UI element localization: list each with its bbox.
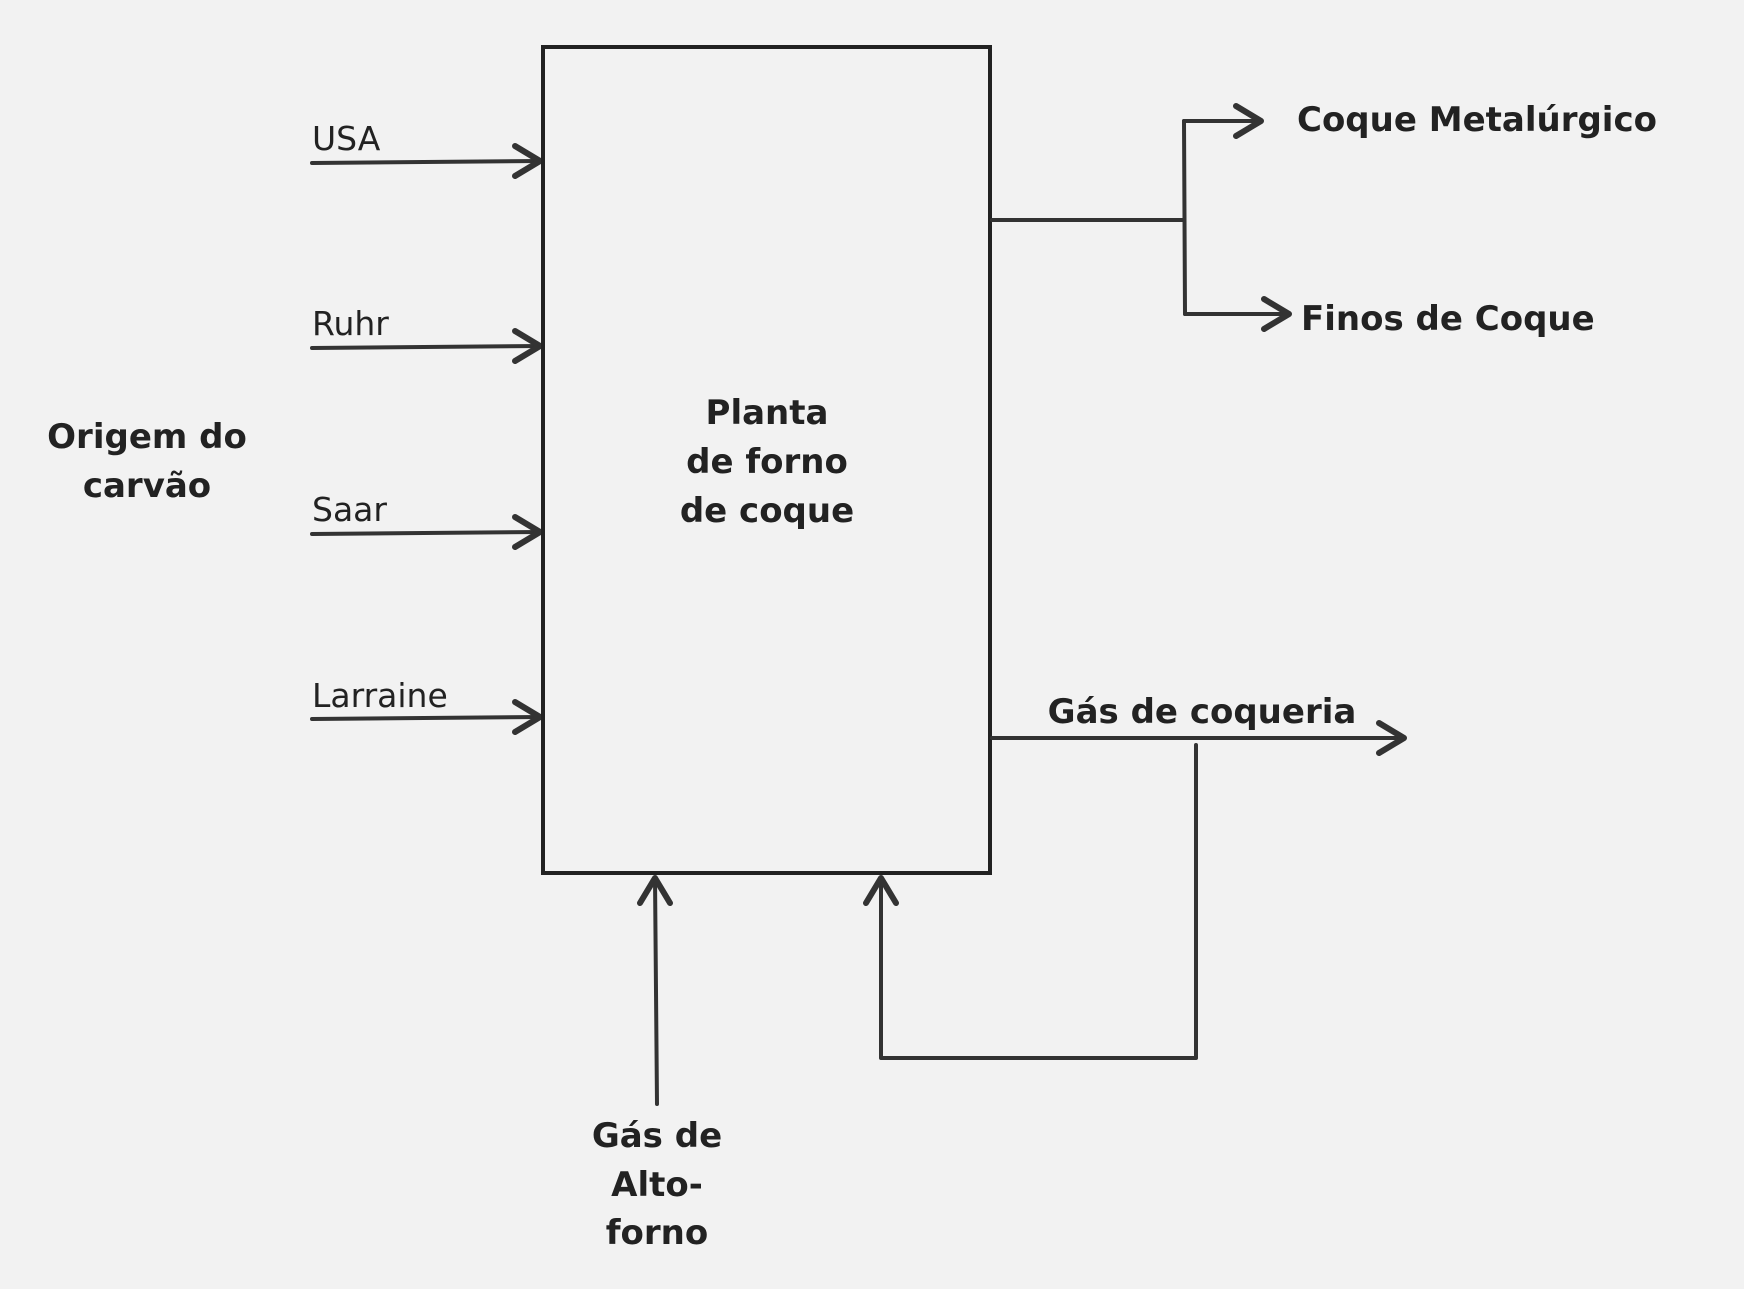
input-arrow-line-larraine [310,715,542,721]
coke-oven-gas-recycle-loop [863,743,1198,1060]
coal-origin-label-line2: carvão [83,466,211,506]
coke-output-branch [990,103,1292,332]
recycle-loop-line [879,743,1198,1060]
coke-metallurgical-label: Coque Metalúrgico [1297,100,1657,140]
plant-label-line2: de forno [686,442,848,482]
input-arrow-line-usa [310,159,542,165]
input-label-saar: Saar [312,490,387,529]
input-usa: USA [310,119,543,179]
input-label-usa: USA [312,119,381,158]
input-arrowhead-usa [512,143,543,179]
coke-fines-arrowhead [1261,296,1292,332]
plant-label-line3: de coque [680,491,854,531]
coke-fines-label: Finos de Coque [1301,299,1595,339]
input-label-ruhr: Ruhr [312,304,389,343]
coke-oven-plant-box [541,45,992,875]
coke-oven-gas-label: Gás de coqueria [1048,692,1357,732]
coal-origin-label-line1: Origem do [47,417,247,457]
plant-label-line1: Planta [706,393,829,433]
input-larraine: Larraine [310,676,543,735]
blast-furnace-gas-arrowhead [637,875,673,906]
input-label-larraine: Larraine [312,676,448,715]
blast-furnace-gas-label-line2: Alto- [611,1165,703,1205]
input-arrowhead-larraine [512,699,543,735]
coke-oven-gas-output [990,720,1407,756]
input-arrow-line-ruhr [310,344,542,350]
input-arrow-line-saar [310,530,542,536]
input-arrowhead-ruhr [512,328,543,364]
recycle-loop-arrowhead [863,875,899,906]
blast-furnace-gas-label-line3: forno [606,1213,708,1253]
blast-furnace-gas-arrow-line [653,876,659,1106]
input-saar: Saar [310,490,543,550]
input-arrowhead-saar [512,514,543,550]
input-ruhr: Ruhr [310,304,543,364]
blast-furnace-gas-label-line1: Gás de [592,1116,722,1156]
coke-oven-gas-arrowhead [1376,720,1407,756]
blast-furnace-gas-input [637,875,673,1106]
coke-metallurgical-arrowhead [1233,103,1264,139]
coke-output-vertical [1182,119,1187,316]
